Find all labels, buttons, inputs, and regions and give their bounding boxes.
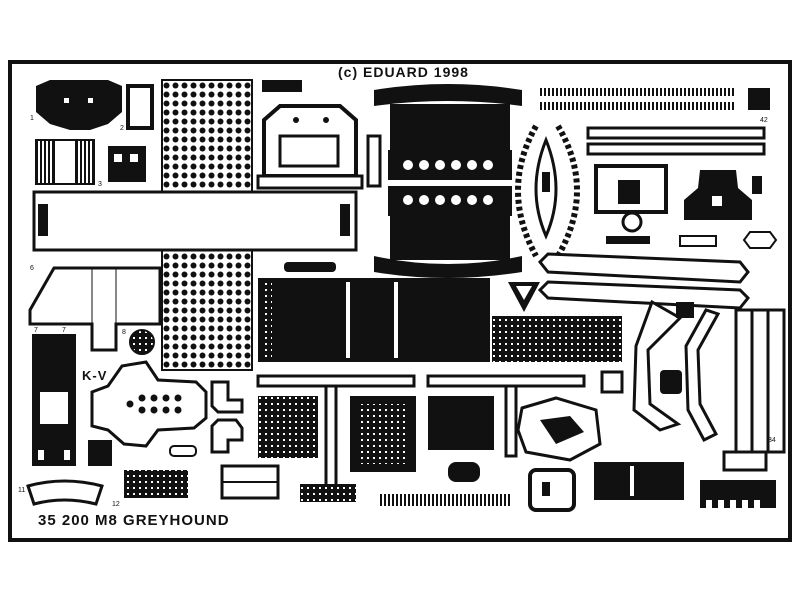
part-3	[35, 139, 95, 185]
part-17	[210, 418, 244, 454]
part-2	[126, 84, 154, 130]
part-44-top-frame	[374, 84, 522, 180]
part-7	[32, 334, 76, 466]
part-36	[537, 252, 750, 284]
part-40b	[540, 102, 736, 110]
part-40	[540, 88, 736, 96]
part-51	[752, 176, 762, 194]
part-central-panel	[258, 278, 490, 362]
part-22	[428, 396, 494, 450]
part-t-bars	[256, 374, 586, 498]
part-8	[129, 329, 155, 355]
part-number-label: 7	[62, 327, 66, 334]
part-42	[748, 88, 770, 110]
part-number-label: 11	[18, 487, 25, 494]
part-61	[722, 450, 768, 472]
part-48	[256, 104, 364, 190]
part-41	[586, 126, 766, 156]
copyright-label: (c) EDUARD 1998	[338, 64, 469, 80]
part-number-label: 2	[120, 125, 124, 132]
fret-frame	[8, 60, 792, 542]
part-43-right-rail	[555, 124, 580, 258]
part-number-label: 8	[122, 329, 126, 336]
part-9	[90, 360, 208, 448]
part-11	[26, 479, 104, 506]
kv-label: K-V	[82, 368, 108, 383]
part-31	[684, 308, 721, 442]
part-number-label: 7	[34, 327, 38, 334]
part-45-bottom-frame	[374, 186, 522, 278]
part-38	[684, 170, 752, 220]
part-37	[492, 316, 622, 362]
part-13	[88, 440, 112, 466]
part-large-cross	[32, 79, 358, 371]
part-number-label: 3	[98, 181, 102, 188]
part-49	[262, 80, 302, 92]
part-18	[169, 445, 197, 457]
part-57	[537, 280, 751, 310]
product-label: 35 200 M8 GREYHOUND	[38, 512, 230, 529]
part-6	[28, 266, 162, 352]
part-15	[210, 380, 244, 414]
part-34	[734, 308, 786, 454]
part-56	[742, 231, 778, 249]
part-32	[660, 370, 682, 394]
part-1	[36, 80, 122, 130]
part-19	[258, 396, 318, 458]
part-29	[600, 370, 624, 394]
part-55	[679, 235, 717, 247]
part-number-label: 1	[30, 115, 34, 122]
part-39	[594, 164, 668, 233]
part-5	[108, 146, 146, 182]
part-50	[366, 134, 382, 188]
part-59	[448, 462, 480, 482]
part-number-label: 34	[768, 437, 776, 444]
part-64	[378, 494, 510, 506]
part-60	[594, 462, 684, 500]
part-63	[300, 484, 356, 502]
part-47	[284, 262, 336, 272]
part-16	[124, 470, 188, 498]
part-54	[606, 236, 650, 244]
part-62	[700, 480, 776, 508]
part-number-label: 42	[760, 117, 768, 124]
part-number-label: 12	[112, 501, 120, 508]
part-58	[528, 468, 576, 512]
part-number-label: 6	[30, 265, 34, 272]
part-27	[676, 302, 694, 318]
part-30	[632, 299, 683, 432]
part-43-left-rail	[515, 124, 539, 258]
